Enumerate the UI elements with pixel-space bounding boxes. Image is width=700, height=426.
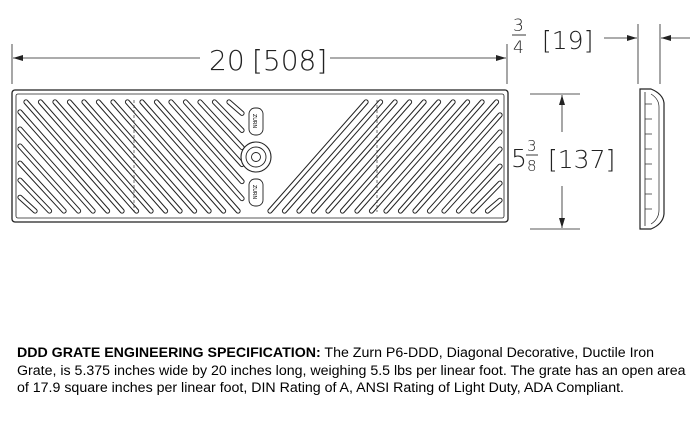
spec-body: The Zurn P6-DDD, Diagonal Decorative, Du… bbox=[17, 345, 686, 396]
diagonal-slots bbox=[17, 99, 503, 214]
height-dimension: 3 4 [19] bbox=[512, 16, 690, 84]
grate-side-profile bbox=[639, 88, 665, 230]
svg-text:ZURN: ZURN bbox=[251, 114, 257, 129]
svg-text:ZURN: ZURN bbox=[251, 185, 257, 200]
height-metric: [19] bbox=[542, 26, 593, 55]
zurn-logo-bottom: ZURN bbox=[248, 178, 264, 207]
height-numerator: 3 bbox=[513, 16, 524, 36]
height-denominator: 4 bbox=[513, 38, 524, 58]
grate-plan-view: ZURN ZURN bbox=[11, 89, 509, 223]
length-metric: [508] bbox=[252, 44, 327, 77]
width-numerator: 3 bbox=[527, 137, 537, 155]
spec-heading: DDD GRATE ENGINEERING SPECIFICATION: bbox=[17, 345, 321, 361]
zurn-logo-top: ZURN bbox=[248, 107, 264, 136]
engineering-specification: DDD GRATE ENGINEERING SPECIFICATION: The… bbox=[17, 345, 689, 398]
width-metric: [137] bbox=[548, 145, 615, 174]
width-whole: 5 bbox=[511, 144, 527, 173]
width-dimension: 5 3 8 [137] bbox=[511, 93, 615, 230]
width-denominator: 8 bbox=[527, 157, 537, 175]
center-boss bbox=[240, 141, 272, 173]
length-dimension: 20 [508] bbox=[11, 44, 508, 84]
grate-drawing: 20 [508] 3 4 [19] 5 3 8 [137] bbox=[11, 16, 690, 230]
length-value: 20 bbox=[209, 44, 245, 77]
